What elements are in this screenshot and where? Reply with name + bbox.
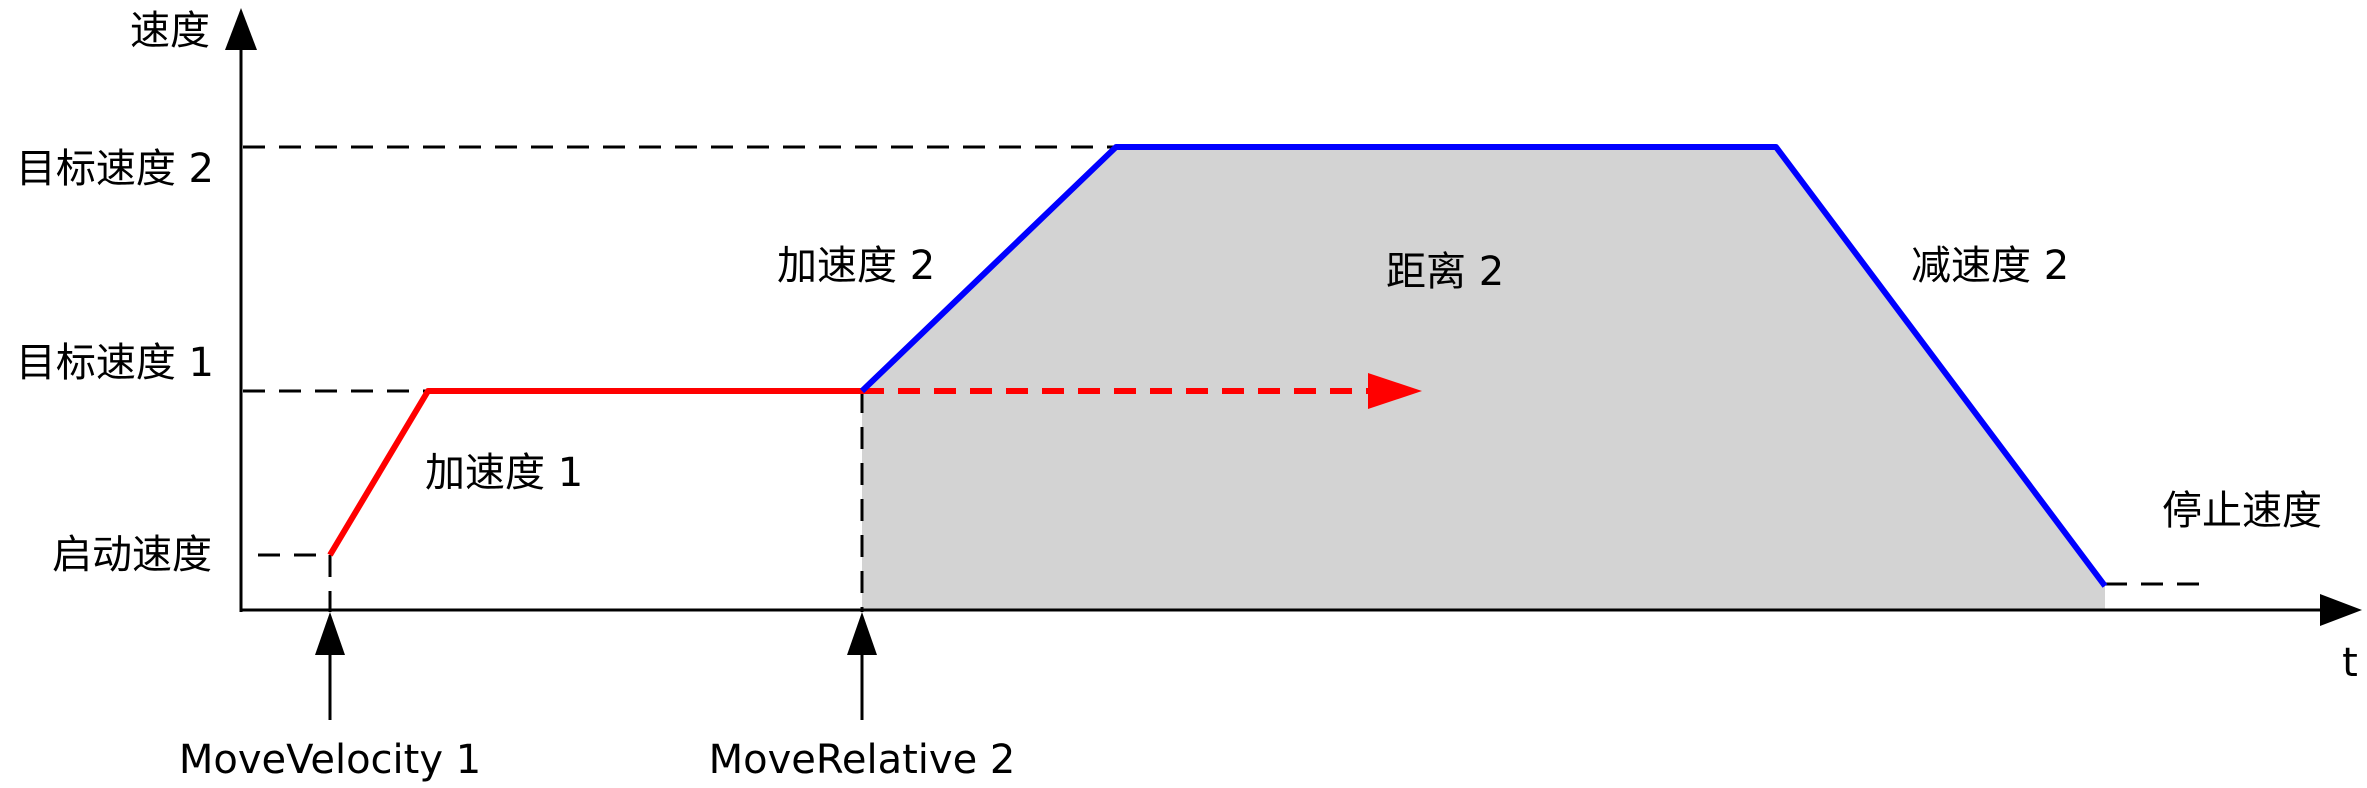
- move-relative-2-label: MoveRelative 2: [709, 737, 1016, 783]
- acceleration-1-label: 加速度 1: [425, 450, 583, 496]
- target-speed-2-label: 目标速度 2: [16, 146, 214, 192]
- move-relative-2-arrow-head: [847, 612, 877, 655]
- y-axis-label: 速度: [130, 8, 210, 54]
- move-velocity-1-label: MoveVelocity 1: [179, 737, 481, 783]
- y-axis-arrow: [225, 8, 257, 50]
- move-velocity-1-profile: [327, 388, 862, 557]
- reference-lines: [243, 145, 2200, 612]
- command-arrows: [315, 612, 877, 720]
- continued-velocity-arrow: [1368, 373, 1422, 409]
- distance-2-area: [862, 147, 2105, 610]
- start-speed-label: 启动速度: [52, 532, 212, 578]
- axes: [225, 8, 2362, 626]
- stop-speed-label: 停止速度: [2162, 488, 2322, 534]
- deceleration-2-label: 减速度 2: [1911, 243, 2069, 289]
- move-velocity-1-arrow-head: [315, 612, 345, 655]
- x-axis-label: t: [2342, 640, 2358, 686]
- target-speed-1-label: 目标速度 1: [16, 340, 214, 386]
- distance-2-label: 距离 2: [1386, 249, 1504, 295]
- move-relative-2-profile: [859, 144, 2108, 588]
- acceleration-2-label: 加速度 2: [777, 243, 935, 289]
- x-axis-arrow: [2320, 594, 2362, 626]
